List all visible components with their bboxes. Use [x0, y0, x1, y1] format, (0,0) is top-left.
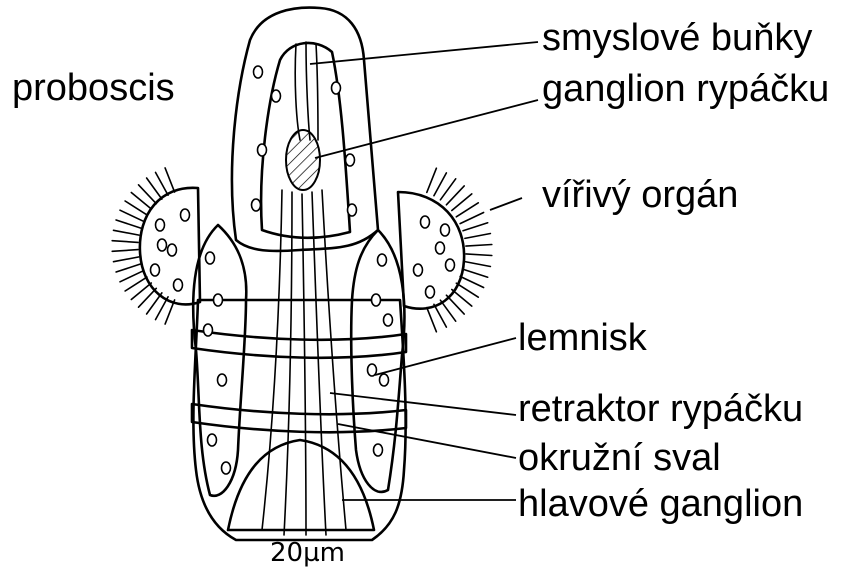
- nucleus: [414, 264, 423, 276]
- nucleus: [158, 239, 167, 251]
- leader-lemniscus: [375, 338, 516, 375]
- ring-muscle-lower: [192, 404, 406, 432]
- leader-sensory-cells: [310, 42, 538, 64]
- leader-ring-muscle: [338, 424, 516, 458]
- label-proboscis-ganglion: ganglion rypáčku: [542, 68, 829, 110]
- nucleus: [218, 374, 227, 386]
- proboscis-ganglion: [286, 130, 320, 190]
- proboscis-retractor: [262, 190, 346, 535]
- label-lemniscus: lemnisk: [518, 317, 648, 359]
- nucleus: [168, 244, 177, 256]
- body-outline: [193, 300, 405, 540]
- leader-retractor: [330, 393, 516, 415]
- nucleus: [254, 66, 263, 78]
- nucleus: [421, 216, 430, 228]
- nucleus: [208, 434, 217, 446]
- label-ring-muscle: okružní sval: [518, 437, 721, 479]
- labels: proboscis smyslové buňky ganglion rypáčk…: [12, 17, 829, 567]
- scale-bar-label: 20µm: [270, 538, 345, 567]
- nucleus: [181, 209, 190, 221]
- nucleus: [222, 462, 231, 474]
- nucleus: [174, 279, 183, 291]
- nucleus: [258, 144, 267, 156]
- nucleus: [252, 199, 261, 211]
- label-sensory-cells: smyslové buňky: [542, 17, 812, 59]
- label-proboscis-retractor: retraktor rypáčku: [518, 388, 803, 430]
- nucleus: [380, 374, 389, 386]
- nucleus: [206, 252, 215, 264]
- nucleus: [378, 254, 387, 266]
- leader-proboscis-ganglion: [315, 100, 538, 158]
- nucleus: [214, 294, 223, 306]
- sensory-cells: [295, 42, 318, 140]
- nucleus: [374, 444, 383, 456]
- nucleus: [436, 242, 445, 254]
- nucleus: [441, 224, 450, 236]
- label-proboscis: proboscis: [12, 67, 175, 109]
- left-body-wall: [193, 225, 246, 496]
- nucleus: [348, 204, 357, 216]
- leader-ciliated-organ: [490, 198, 522, 210]
- nucleus: [151, 264, 160, 276]
- label-ciliated-organ: vířivý orgán: [542, 174, 738, 216]
- nucleus: [346, 154, 355, 166]
- label-head-ganglion: hlavové ganglion: [518, 483, 803, 525]
- nucleus: [204, 324, 213, 336]
- nucleus: [372, 294, 381, 306]
- nucleus: [426, 286, 435, 298]
- ring-muscle-upper: [192, 330, 406, 358]
- left-ciliated-organ: [112, 168, 200, 324]
- nucleus: [332, 82, 341, 94]
- nucleus: [272, 90, 281, 102]
- nucleus: [446, 259, 455, 271]
- nucleus: [384, 314, 393, 326]
- head-ganglion: [228, 440, 374, 530]
- nucleus: [156, 219, 165, 231]
